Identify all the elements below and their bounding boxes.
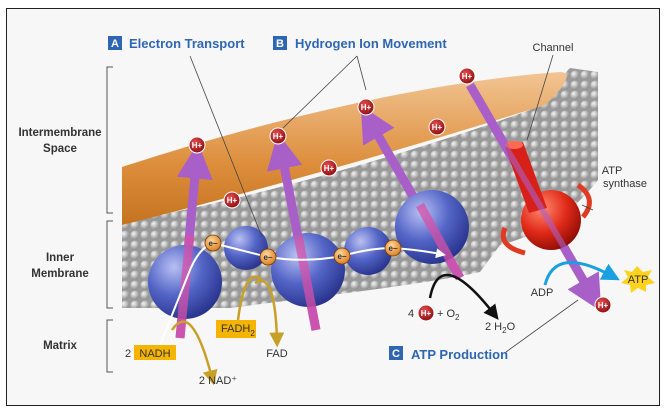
heading-electron-transport: Electron Transport <box>129 36 245 51</box>
atp-synthase-label-2: synthase <box>603 178 647 190</box>
nadh-box <box>134 345 176 360</box>
adp-atp-arrow <box>543 261 620 286</box>
heading-atp-production: ATP Production <box>411 347 508 362</box>
reactant-coefficient: 4 <box>408 308 414 320</box>
electrons: e− e− e− e− <box>204 234 402 266</box>
badge-b-letter: B <box>276 38 284 50</box>
atp-synthase-label: ATP <box>602 165 623 177</box>
fadh-subscript: 2 <box>250 329 255 338</box>
fad-label: FAD <box>266 348 287 360</box>
electron: e− <box>337 252 346 261</box>
h-ion: H+ <box>432 123 443 132</box>
inner-membrane-label-2: Membrane <box>31 268 89 280</box>
electron: e− <box>208 239 217 248</box>
nadh-label: NADH <box>139 348 170 360</box>
badge-a <box>108 36 122 50</box>
badge-c-letter: C <box>392 348 400 360</box>
fad-arrow <box>254 279 285 348</box>
electron: e− <box>263 253 272 262</box>
hydrogen-ions: H+ H+ H+ H+ H+ H+ H+ H+ H+ <box>188 67 612 322</box>
fadh2-label: FADH2 <box>221 323 255 338</box>
oxygen-subscript: 2 <box>455 313 460 322</box>
region-brackets <box>106 66 113 373</box>
badge-c <box>389 346 403 360</box>
h-ion: H+ <box>462 72 473 81</box>
water-subscript: 2 <box>502 326 507 335</box>
oxygen-label: + O2 <box>437 308 460 322</box>
h-ion: H+ <box>324 164 335 173</box>
matrix-label: Matrix <box>43 340 77 352</box>
atp-product-label: ATP <box>628 274 649 286</box>
water-text: 2 H <box>485 321 502 333</box>
heading-hydrogen-ion-movement: Hydrogen Ion Movement <box>295 36 447 51</box>
fadh-text: FADH <box>221 323 250 335</box>
water-label: 2 H2O <box>485 321 516 335</box>
oxygen-text: + O <box>437 308 455 320</box>
h-ion-reactant: H+ <box>421 309 432 318</box>
nad-label: 2 NAD⁺ <box>199 375 237 387</box>
h-ion: H+ <box>361 103 372 112</box>
intermembrane-space-band <box>122 72 567 225</box>
h-ion: H+ <box>227 196 238 205</box>
complex-2 <box>224 226 268 270</box>
electron: e− <box>388 244 397 253</box>
leader-lines <box>189 54 594 353</box>
badge-a-letter: A <box>111 38 119 50</box>
adp-label: ADP <box>531 287 554 299</box>
channel-label: Channel <box>533 42 574 54</box>
water-formation-arrow <box>428 273 499 320</box>
fadh2-box <box>216 320 256 338</box>
h-ion: H+ <box>273 132 284 141</box>
atp-burst-icon <box>621 266 655 293</box>
water-oxygen: O <box>507 321 516 333</box>
h-ion: H+ <box>192 141 203 150</box>
intermembrane-space-label: Intermembrane <box>18 127 101 139</box>
inner-membrane-label: Inner <box>46 252 75 264</box>
badge-b <box>273 36 287 50</box>
nadh-coefficient: 2 <box>125 348 131 360</box>
fadh-arrow <box>236 275 263 321</box>
intermembrane-space-label-2: Space <box>43 143 77 155</box>
h-ion: H+ <box>598 301 609 310</box>
nadh-arrow <box>170 320 218 386</box>
